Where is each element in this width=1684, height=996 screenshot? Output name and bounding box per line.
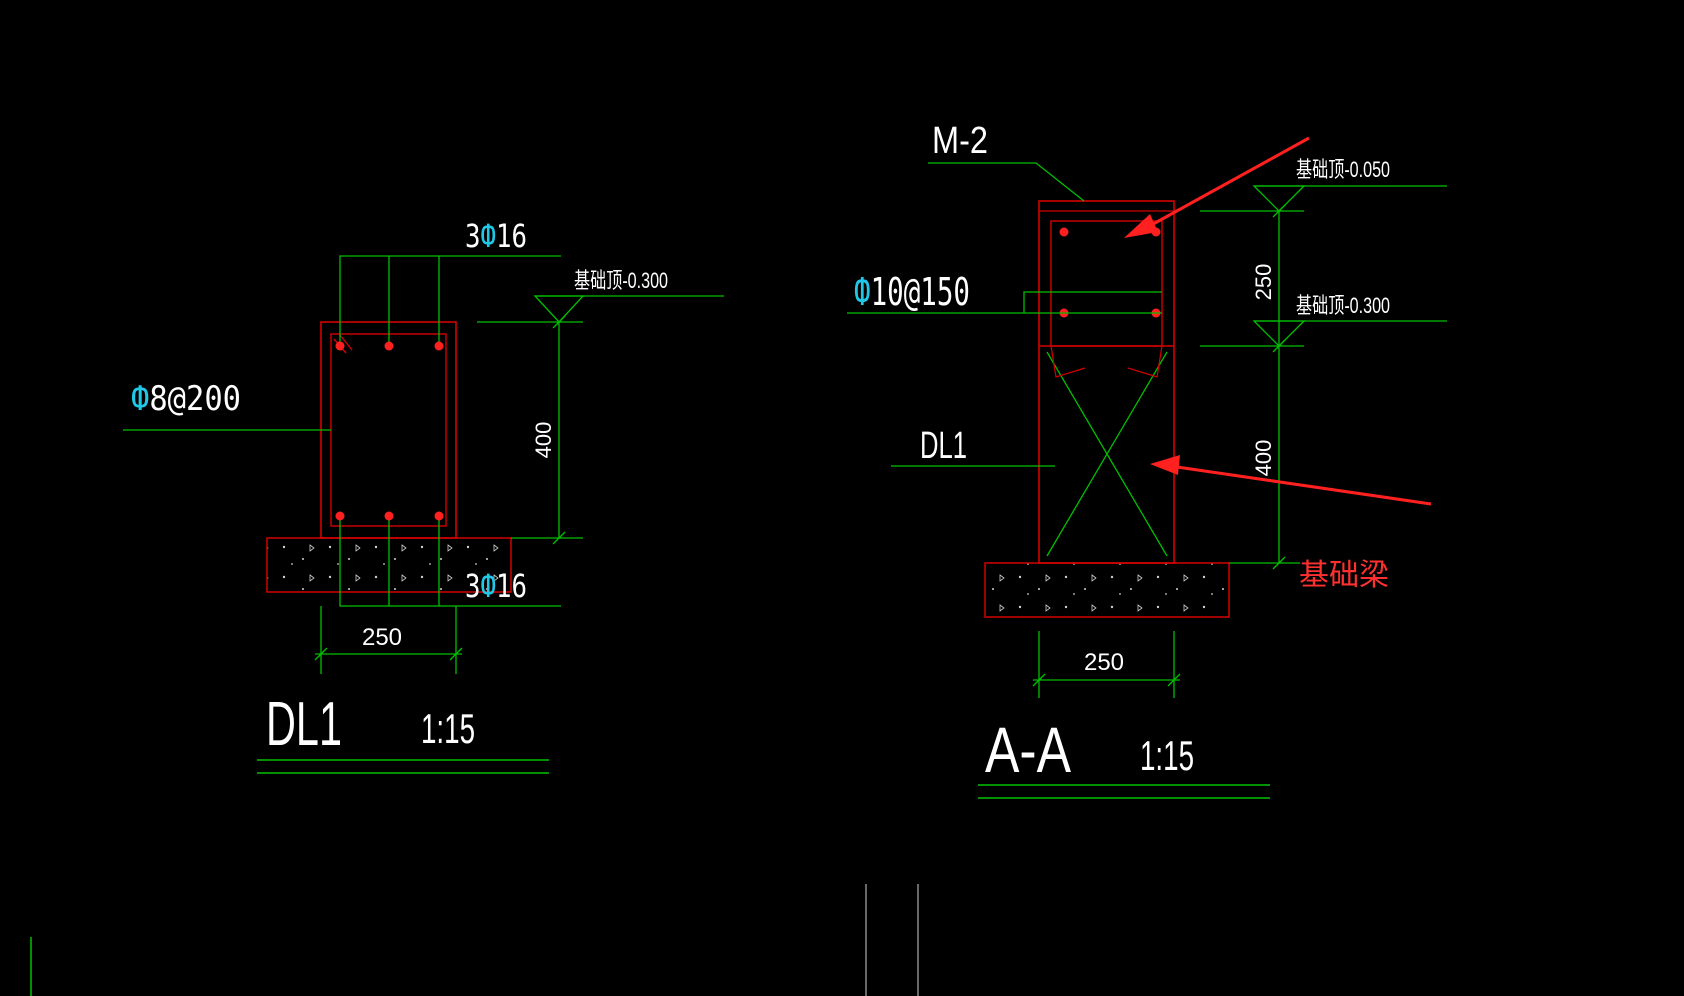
dl1-elevation-label[interactable]: 基础顶-0.300 (574, 268, 668, 293)
dl1-rebar-dot (384, 511, 394, 521)
dl1-rebar-dot (335, 511, 345, 521)
dl1-title[interactable]: DL1 (266, 690, 342, 759)
aa-stirrup-label[interactable]: Ф10@150 (854, 270, 970, 314)
detail-dl1: 3Ф16 3Ф16 Ф8@200 基础顶-0.300 400 250 DL1 1… (123, 217, 724, 774)
detail-aa: M-2 Ф10@150 DL1 基础顶-0.050 基础顶-0.300 250 … (847, 120, 1447, 799)
arrow-to-top-bars-icon (1124, 214, 1158, 238)
dl1-height-dim-value: 400 (531, 422, 556, 459)
aa-member-tag-leader (928, 162, 1085, 202)
stray-lines (30, 884, 919, 996)
aa-elevation-top-label[interactable]: 基础顶-0.050 (1296, 157, 1390, 182)
aa-section-outline[interactable] (1038, 200, 1175, 564)
aa-elevation-mid-label[interactable]: 基础顶-0.300 (1296, 293, 1390, 318)
aa-dim-lower-value: 400 (1251, 440, 1276, 477)
dl1-rebar-dot (384, 341, 394, 351)
aa-stirrup-leader (1023, 291, 1162, 313)
aa-beam-tag[interactable]: DL1 (920, 425, 967, 467)
dl1-bottom-bars-label[interactable]: 3Ф16 (465, 567, 527, 605)
aa-foundation-pad (984, 562, 1230, 618)
aa-dim-upper-value: 250 (1251, 264, 1276, 301)
dl1-section-outline[interactable] (320, 321, 457, 539)
aa-title[interactable]: A-A (985, 714, 1071, 786)
aa-elevation-top-marker-icon (1252, 185, 1306, 212)
dl1-top-bars-label[interactable]: 3Ф16 (465, 217, 527, 255)
dl1-stirrup-outline (330, 333, 447, 527)
aa-stirrup-outline (1050, 220, 1163, 347)
arrow-to-beam-icon (1150, 455, 1180, 475)
dl1-rebar-dot (335, 341, 345, 351)
aa-rebar-dot (1059, 227, 1069, 237)
markup-arrows (1124, 136, 1432, 506)
dl1-stirrup-label[interactable]: Ф8@200 (131, 379, 241, 419)
dl1-rebar-dot (434, 341, 444, 351)
dl1-width-dim-value: 250 (362, 624, 402, 651)
aa-annotation[interactable]: 基础梁 (1299, 558, 1389, 593)
dl1-rebar-dot (434, 511, 444, 521)
aa-scale: 1:15 (1140, 732, 1194, 779)
dl1-elevation-marker-icon (533, 295, 585, 323)
dl1-scale: 1:15 (421, 705, 475, 752)
aa-width-dim-value: 250 (1084, 649, 1124, 676)
aa-member-tag[interactable]: M-2 (932, 120, 988, 162)
